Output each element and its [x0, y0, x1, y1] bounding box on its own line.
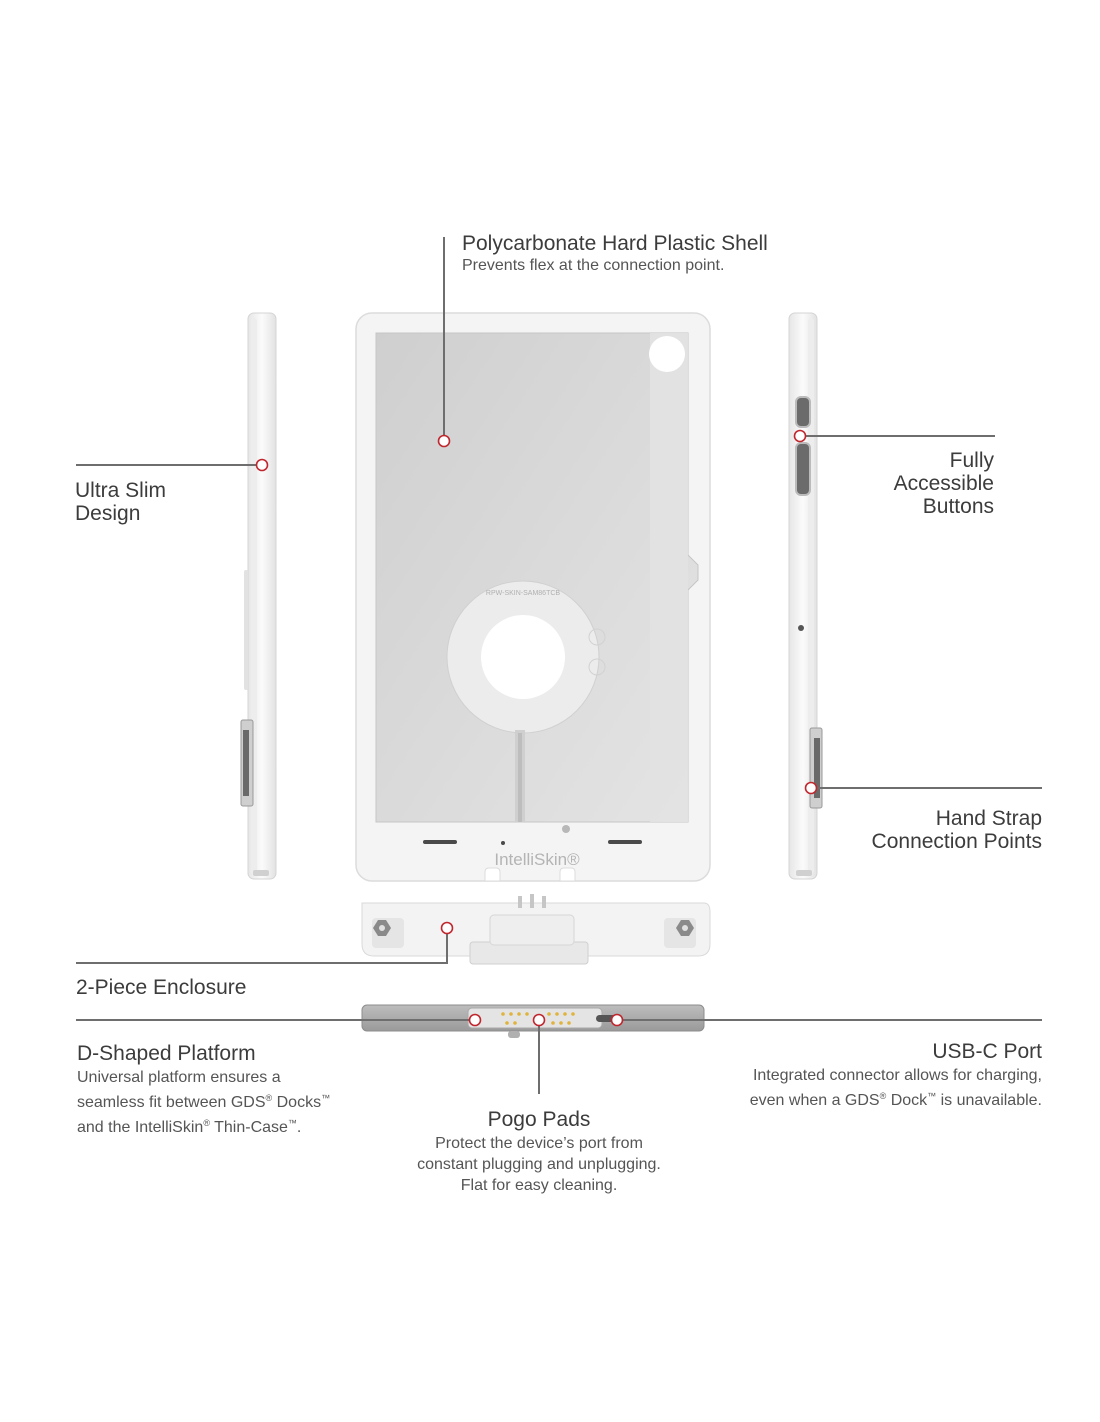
case-right-side-view	[788, 312, 823, 880]
callout-slim-title-line-1: Ultra Slim	[75, 479, 167, 502]
leader-lines	[76, 237, 1042, 1094]
bottom-enclosure-piece	[361, 894, 711, 965]
callout-slim-title-line-2: Design	[75, 502, 141, 525]
callout-shell: Polycarbonate Hard Plastic Shell Prevent…	[462, 232, 768, 276]
callout-platform: D-Shaped Platform Universal platform ens…	[77, 1042, 330, 1138]
callout-pogo-desc-line-1: Protect the device’s port from	[435, 1135, 643, 1152]
callout-usbc-desc-line-2: even when a GDS® Dock™ is unavailable.	[749, 1091, 1042, 1109]
callout-markers	[255, 429, 818, 1027]
callout-pogo-title: Pogo Pads	[487, 1108, 591, 1131]
callout-usbc: USB-C Port Integrated connector allows f…	[750, 1040, 1042, 1111]
callout-pogo-desc-line-2: constant plugging and unplugging.	[417, 1156, 661, 1173]
brand-mark: IntelliSkin®	[494, 850, 580, 869]
callout-enclosure: 2-Piece Enclosure	[76, 976, 246, 999]
callout-strap: Hand Strap Connection Points	[872, 807, 1042, 853]
case-front-view: RPW-SKIN-SAM86TCB IntelliSkin®	[355, 312, 711, 882]
callout-enclosure-title: 2-Piece Enclosure	[76, 976, 247, 999]
callout-usbc-desc-line-1: Integrated connector allows for charging…	[752, 1067, 1042, 1084]
case-left-side-view	[240, 312, 277, 880]
callout-pogo-desc-line-3: Flat for easy cleaning.	[460, 1177, 618, 1194]
callout-pogo: Pogo Pads Protect the device’s port from…	[389, 1108, 689, 1196]
callout-shell-desc: Prevents flex at the connection point.	[462, 257, 725, 274]
callout-platform-desc-line-2: seamless fit between GDS® Docks™	[77, 1093, 331, 1111]
callout-strap-title-line-1: Hand Strap	[935, 807, 1042, 830]
callout-platform-title: D-Shaped Platform	[77, 1042, 256, 1065]
callout-buttons-title-line-2: Accessible	[893, 472, 994, 495]
callout-buttons-title-line-3: Buttons	[922, 495, 994, 518]
callout-strap-title-line-2: Connection Points	[871, 830, 1042, 853]
callout-platform-desc-line-1: Universal platform ensures a	[77, 1069, 281, 1086]
callout-shell-title: Polycarbonate Hard Plastic Shell	[462, 232, 768, 255]
callout-platform-desc-line-3: and the IntelliSkin® Thin-Case™.	[77, 1118, 302, 1136]
callout-usbc-title: USB-C Port	[932, 1040, 1042, 1063]
callout-slim: Ultra Slim Design	[75, 479, 166, 525]
part-number: RPW-SKIN-SAM86TCB	[486, 590, 560, 597]
callout-buttons-title-line-1: Fully	[949, 449, 994, 472]
callout-buttons: Fully Accessible Buttons	[894, 449, 994, 518]
